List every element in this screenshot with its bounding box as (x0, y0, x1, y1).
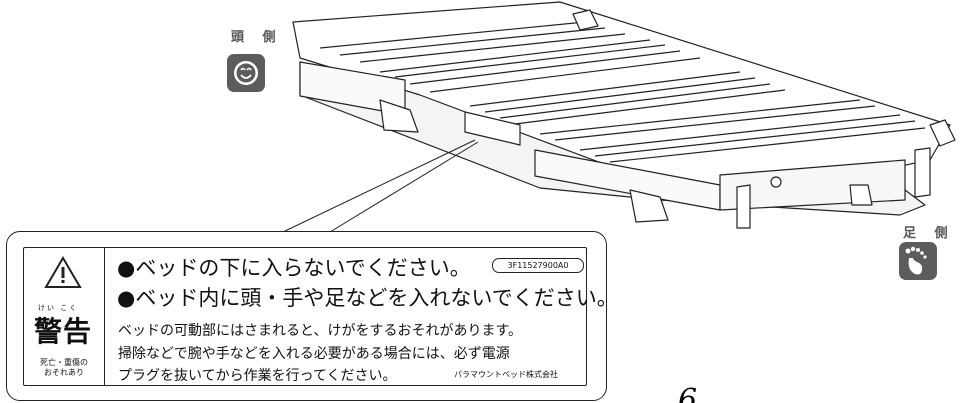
warning-title: 警告 (34, 315, 93, 348)
page-number: 6 (678, 383, 697, 403)
body-line-3: プラグを抜いてから作業を行ってください。 (118, 368, 397, 384)
body-line-2: 掃除などで腕や手などを入れる必要がある場合には、必ず電源 (118, 346, 510, 362)
warning-label: けい こく 警告 死亡・重傷の おそれあり ●ベッドの下に入らないでください。 … (23, 247, 618, 386)
headline-2: ●ベッド内に頭・手や足などを入れないでください。 (117, 286, 618, 310)
company-name: パラマウントベッド株式会社 (454, 370, 558, 379)
body-line-1: ベッドの可動部にはさまれると、けがをするおそれがあります。 (118, 323, 523, 339)
head-side-label: 頭 側 (231, 30, 283, 45)
smiling-face-icon (227, 54, 265, 92)
warning-column: けい こく 警告 死亡・重傷の おそれあり (24, 248, 105, 385)
warning-subtitle-1: 死亡・重傷の (40, 358, 88, 367)
headline-1: ●ベッドの下に入らないでください。 (117, 256, 471, 280)
warning-subtitle-2: おそれあり (44, 368, 84, 377)
warning-title-reading: けい こく (38, 304, 79, 312)
product-code: 3F11527900A0 (492, 258, 584, 273)
warning-triangle-icon (44, 256, 82, 288)
foot-side-label: 足 側 (903, 226, 955, 241)
foot-icon (899, 242, 937, 280)
